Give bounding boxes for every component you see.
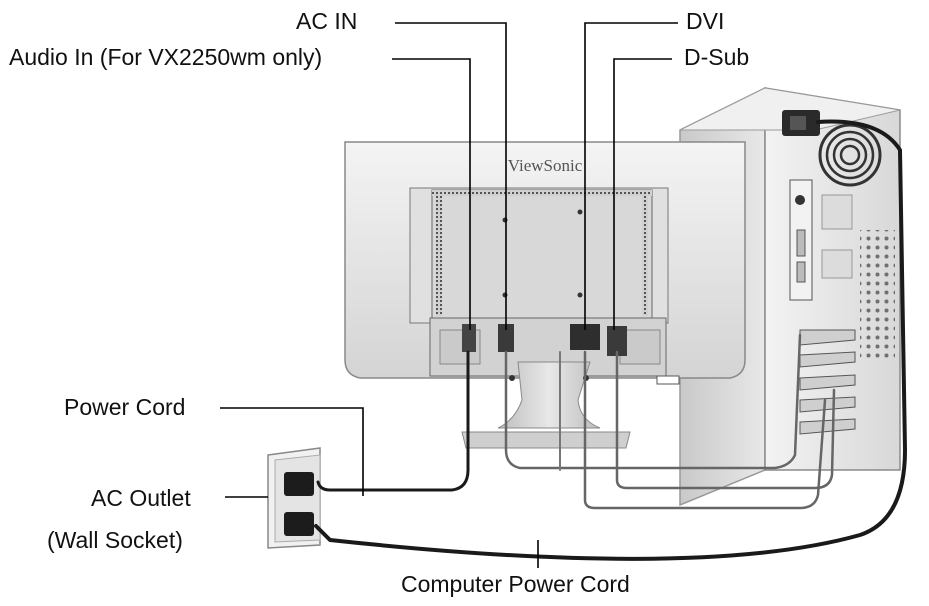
monitor-rear: ViewSonic (344, 141, 746, 385)
label-power-cord: Power Cord (64, 394, 186, 420)
monitor-ports (462, 324, 627, 356)
monitor-stand (461, 361, 631, 449)
fan-grille (818, 123, 882, 187)
cables (314, 119, 907, 561)
label-wall-socket: (Wall Socket) (47, 527, 183, 553)
label-audio-in: Audio In (For VX2250wm only) (9, 44, 323, 70)
label-dvi: DVI (686, 8, 725, 34)
leader-lines (220, 22, 678, 568)
label-dsub: D-Sub (684, 44, 750, 70)
label-ac-in: AC IN (296, 8, 358, 34)
wall-socket (267, 447, 321, 549)
label-ac-outlet: AC Outlet (91, 485, 191, 511)
pc-power-plug (782, 110, 820, 136)
label-computer-power-cord: Computer Power Cord (401, 571, 630, 597)
expansion-slots (799, 329, 856, 435)
monitor-brand: ViewSonic (508, 156, 583, 175)
